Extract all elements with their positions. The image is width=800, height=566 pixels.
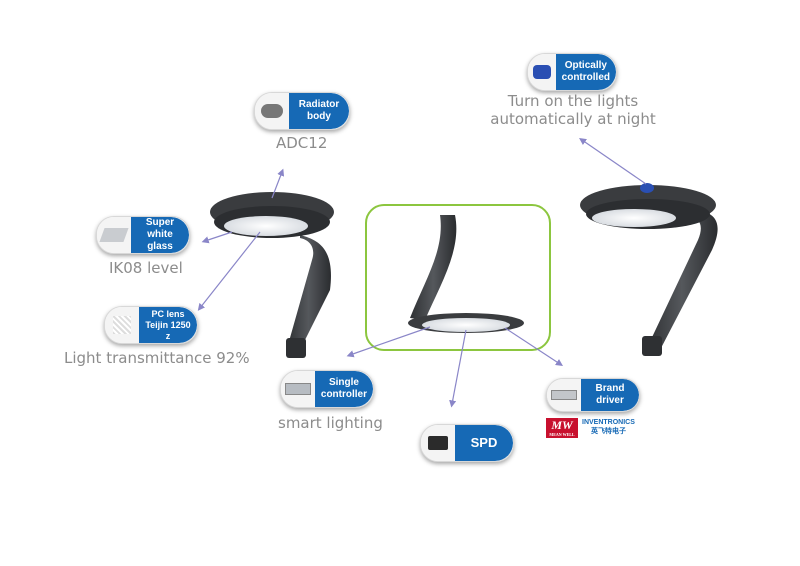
lens-label: PC lens Teijin 1250 z	[139, 307, 197, 343]
callout-optically-controlled: Optically controlled	[527, 53, 617, 91]
radiator-label: Radiator body	[289, 93, 349, 129]
optical-caption: Turn on the lights automatically at nigh…	[488, 92, 658, 128]
radiator-thumbnail	[255, 93, 289, 129]
callout-super-white-glass: Super white glass	[96, 216, 190, 254]
glass-thumbnail	[97, 217, 131, 253]
controller-caption: smart lighting	[278, 414, 383, 432]
optical-caption-line1: Turn on the lights	[507, 92, 639, 110]
highlight-frame	[365, 204, 551, 351]
controller-label: Single controller	[314, 371, 373, 407]
lens-thumbnail	[105, 307, 139, 343]
spd-thumbnail	[421, 425, 455, 461]
lamp-center	[408, 215, 524, 333]
spd-label: SPD	[455, 425, 513, 461]
callout-pc-lens: PC lens Teijin 1250 z	[104, 306, 198, 344]
mean-well-logo-text: MEAN WELL	[549, 432, 575, 437]
lamp-right	[580, 183, 718, 356]
driver-label: Brand driver	[581, 379, 639, 411]
optical-label: Optically controlled	[555, 54, 616, 90]
glass-label: Super white glass	[131, 217, 189, 253]
callout-lines	[197, 137, 647, 408]
inventronics-logo-en: INVENTRONICS	[582, 419, 635, 426]
mean-well-logo-mark: MW	[551, 418, 573, 432]
sensor-thumbnail	[528, 54, 556, 90]
lens-label-line2: Teijin 1250 z	[145, 319, 191, 341]
lens-caption: Light transmittance 92%	[64, 349, 250, 367]
callout-brand-driver: Brand driver	[546, 378, 640, 412]
controller-thumbnail	[281, 371, 315, 407]
callout-radiator-body: Radiator body	[254, 92, 350, 130]
callout-single-controller: Single controller	[280, 370, 374, 408]
driver-thumbnail	[547, 379, 581, 411]
glass-caption: IK08 level	[109, 259, 183, 277]
lamp-left	[210, 192, 334, 358]
inventronics-logo-cn: 英飞特电子	[590, 428, 626, 435]
callout-spd: SPD	[420, 424, 514, 462]
lens-label-line1: PC lens	[151, 308, 185, 319]
radiator-caption: ADC12	[276, 134, 328, 152]
mean-well-logo: MW MEAN WELL	[546, 418, 578, 438]
inventronics-logo: INVENTRONICS 英飞特电子	[582, 418, 635, 436]
optical-caption-line2: automatically at night	[490, 110, 656, 128]
